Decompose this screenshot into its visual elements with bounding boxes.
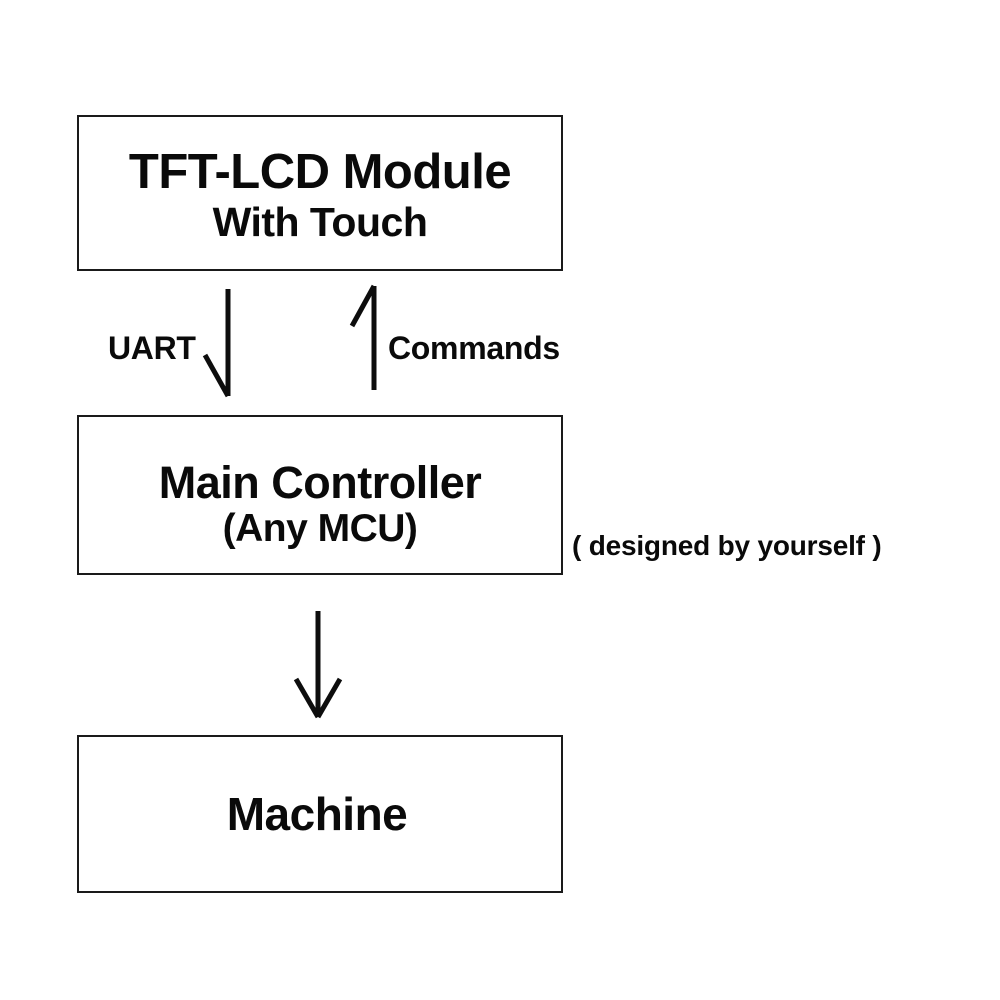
node-tft-lcd-module-line1: TFT-LCD Module <box>128 145 512 200</box>
node-main-controller-line2: (Any MCU) <box>222 506 418 550</box>
node-main-controller[interactable]: Main Controller (Any MCU) <box>77 415 563 575</box>
node-main-controller-line1: Main Controller <box>158 456 482 508</box>
edge-label-uart: UART <box>108 330 196 366</box>
node-tft-lcd-module[interactable]: TFT-LCD Module With Touch <box>77 115 563 271</box>
annotation-designed-by-yourself: ( designed by yourself ) <box>572 530 882 561</box>
edge-label-commands: Commands <box>388 330 560 366</box>
node-machine-line1: Machine <box>226 787 408 840</box>
arrow-mcu-to-tft <box>349 284 377 390</box>
node-machine[interactable]: Machine <box>77 735 563 893</box>
node-tft-lcd-module-line2: With Touch <box>212 199 428 246</box>
arrow-tft-to-mcu <box>202 289 231 398</box>
arrow-mcu-to-machine <box>293 611 343 719</box>
